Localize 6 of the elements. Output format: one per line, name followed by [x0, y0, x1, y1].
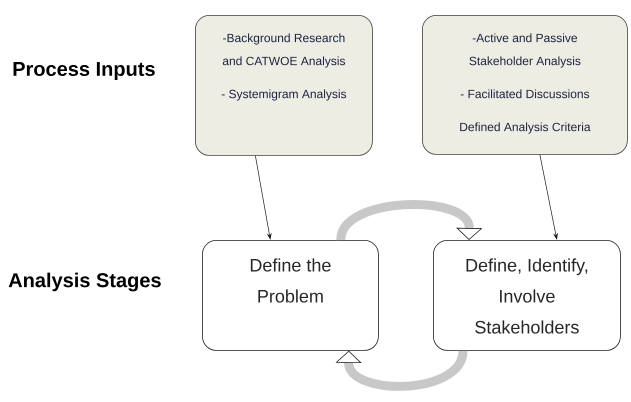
stage-box: Define, Identify, Involve Stakeholders — [433, 240, 621, 351]
row-label: Process Inputs — [14, 62, 155, 80]
row-label: Analysis Stages — [8, 272, 161, 292]
stage-box: Define the Problem — [202, 240, 379, 351]
input-box: -Active and Passive Stakeholder Analysis - Facilitated Discussions Defined Analysis Criteria — [422, 15, 628, 155]
input-box: -Background Research and CATWOE Analysis - Systemigram Analysis — [195, 15, 373, 156]
